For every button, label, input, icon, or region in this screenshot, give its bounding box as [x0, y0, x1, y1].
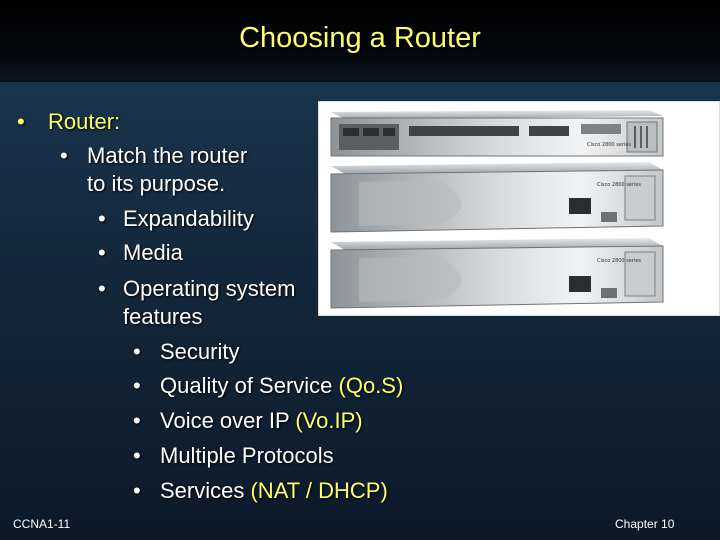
bullet-media: Media — [123, 240, 183, 265]
bullet-qos: Quality of Service (Qo.S) — [160, 373, 403, 399]
unit1-brand: Cisco 2800 series — [587, 142, 631, 148]
unit3-brand: Cisco 2800 series — [597, 258, 641, 264]
bullet-os-line2: features — [123, 304, 203, 329]
bullet-match-line1: Match the router — [87, 143, 248, 168]
bullet-level3-marker: • — [98, 276, 106, 301]
bullet-level3-marker: • — [98, 240, 106, 265]
bullet-level4-marker: • — [133, 373, 141, 398]
title-bar — [0, 0, 720, 82]
bullet-level4-marker: • — [133, 408, 141, 433]
bullet-services: Services (NAT / DHCP) — [160, 478, 388, 504]
qos-abbr: (Qo.S) — [338, 373, 404, 398]
slide-title: Choosing a Router — [239, 22, 481, 54]
router-image: Cisco 2800 series Cisco 2800 series Cisc… — [318, 101, 720, 316]
services-abbr: (NAT / DHCP) — [250, 478, 388, 503]
unit2-brand: Cisco 2800 series — [597, 182, 641, 188]
bullet-match-line2: to its purpose. — [87, 171, 226, 196]
bullet-os-line1: Operating system — [123, 276, 296, 301]
bullet-level3-marker: • — [98, 206, 106, 231]
bullet-voip: Voice over IP (Vo.IP) — [160, 408, 363, 434]
services-text: Services — [160, 478, 251, 503]
cisco-router-stack-icon: Cisco 2800 series Cisco 2800 series Cisc… — [330, 110, 664, 309]
voip-text: Voice over IP — [160, 408, 296, 433]
qos-text: Quality of Service — [160, 373, 339, 398]
bullet-level4-marker: • — [133, 339, 141, 364]
bullet-level4-marker: • — [133, 443, 141, 468]
bullet-level2-marker: • — [60, 143, 68, 168]
bullet-security: Security — [160, 339, 240, 364]
bullet-expandability: Expandability — [123, 206, 254, 231]
voip-abbr: (Vo.IP) — [295, 408, 363, 433]
bullet-protocols: Multiple Protocols — [160, 443, 334, 468]
bullet-level1-marker: • — [17, 109, 25, 134]
bullet-router-label: Router: — [48, 109, 121, 134]
bullet-level4-marker: • — [133, 478, 141, 503]
footer-left: CCNA1-11 — [13, 517, 71, 531]
footer-right: Chapter 10 — [615, 517, 675, 531]
